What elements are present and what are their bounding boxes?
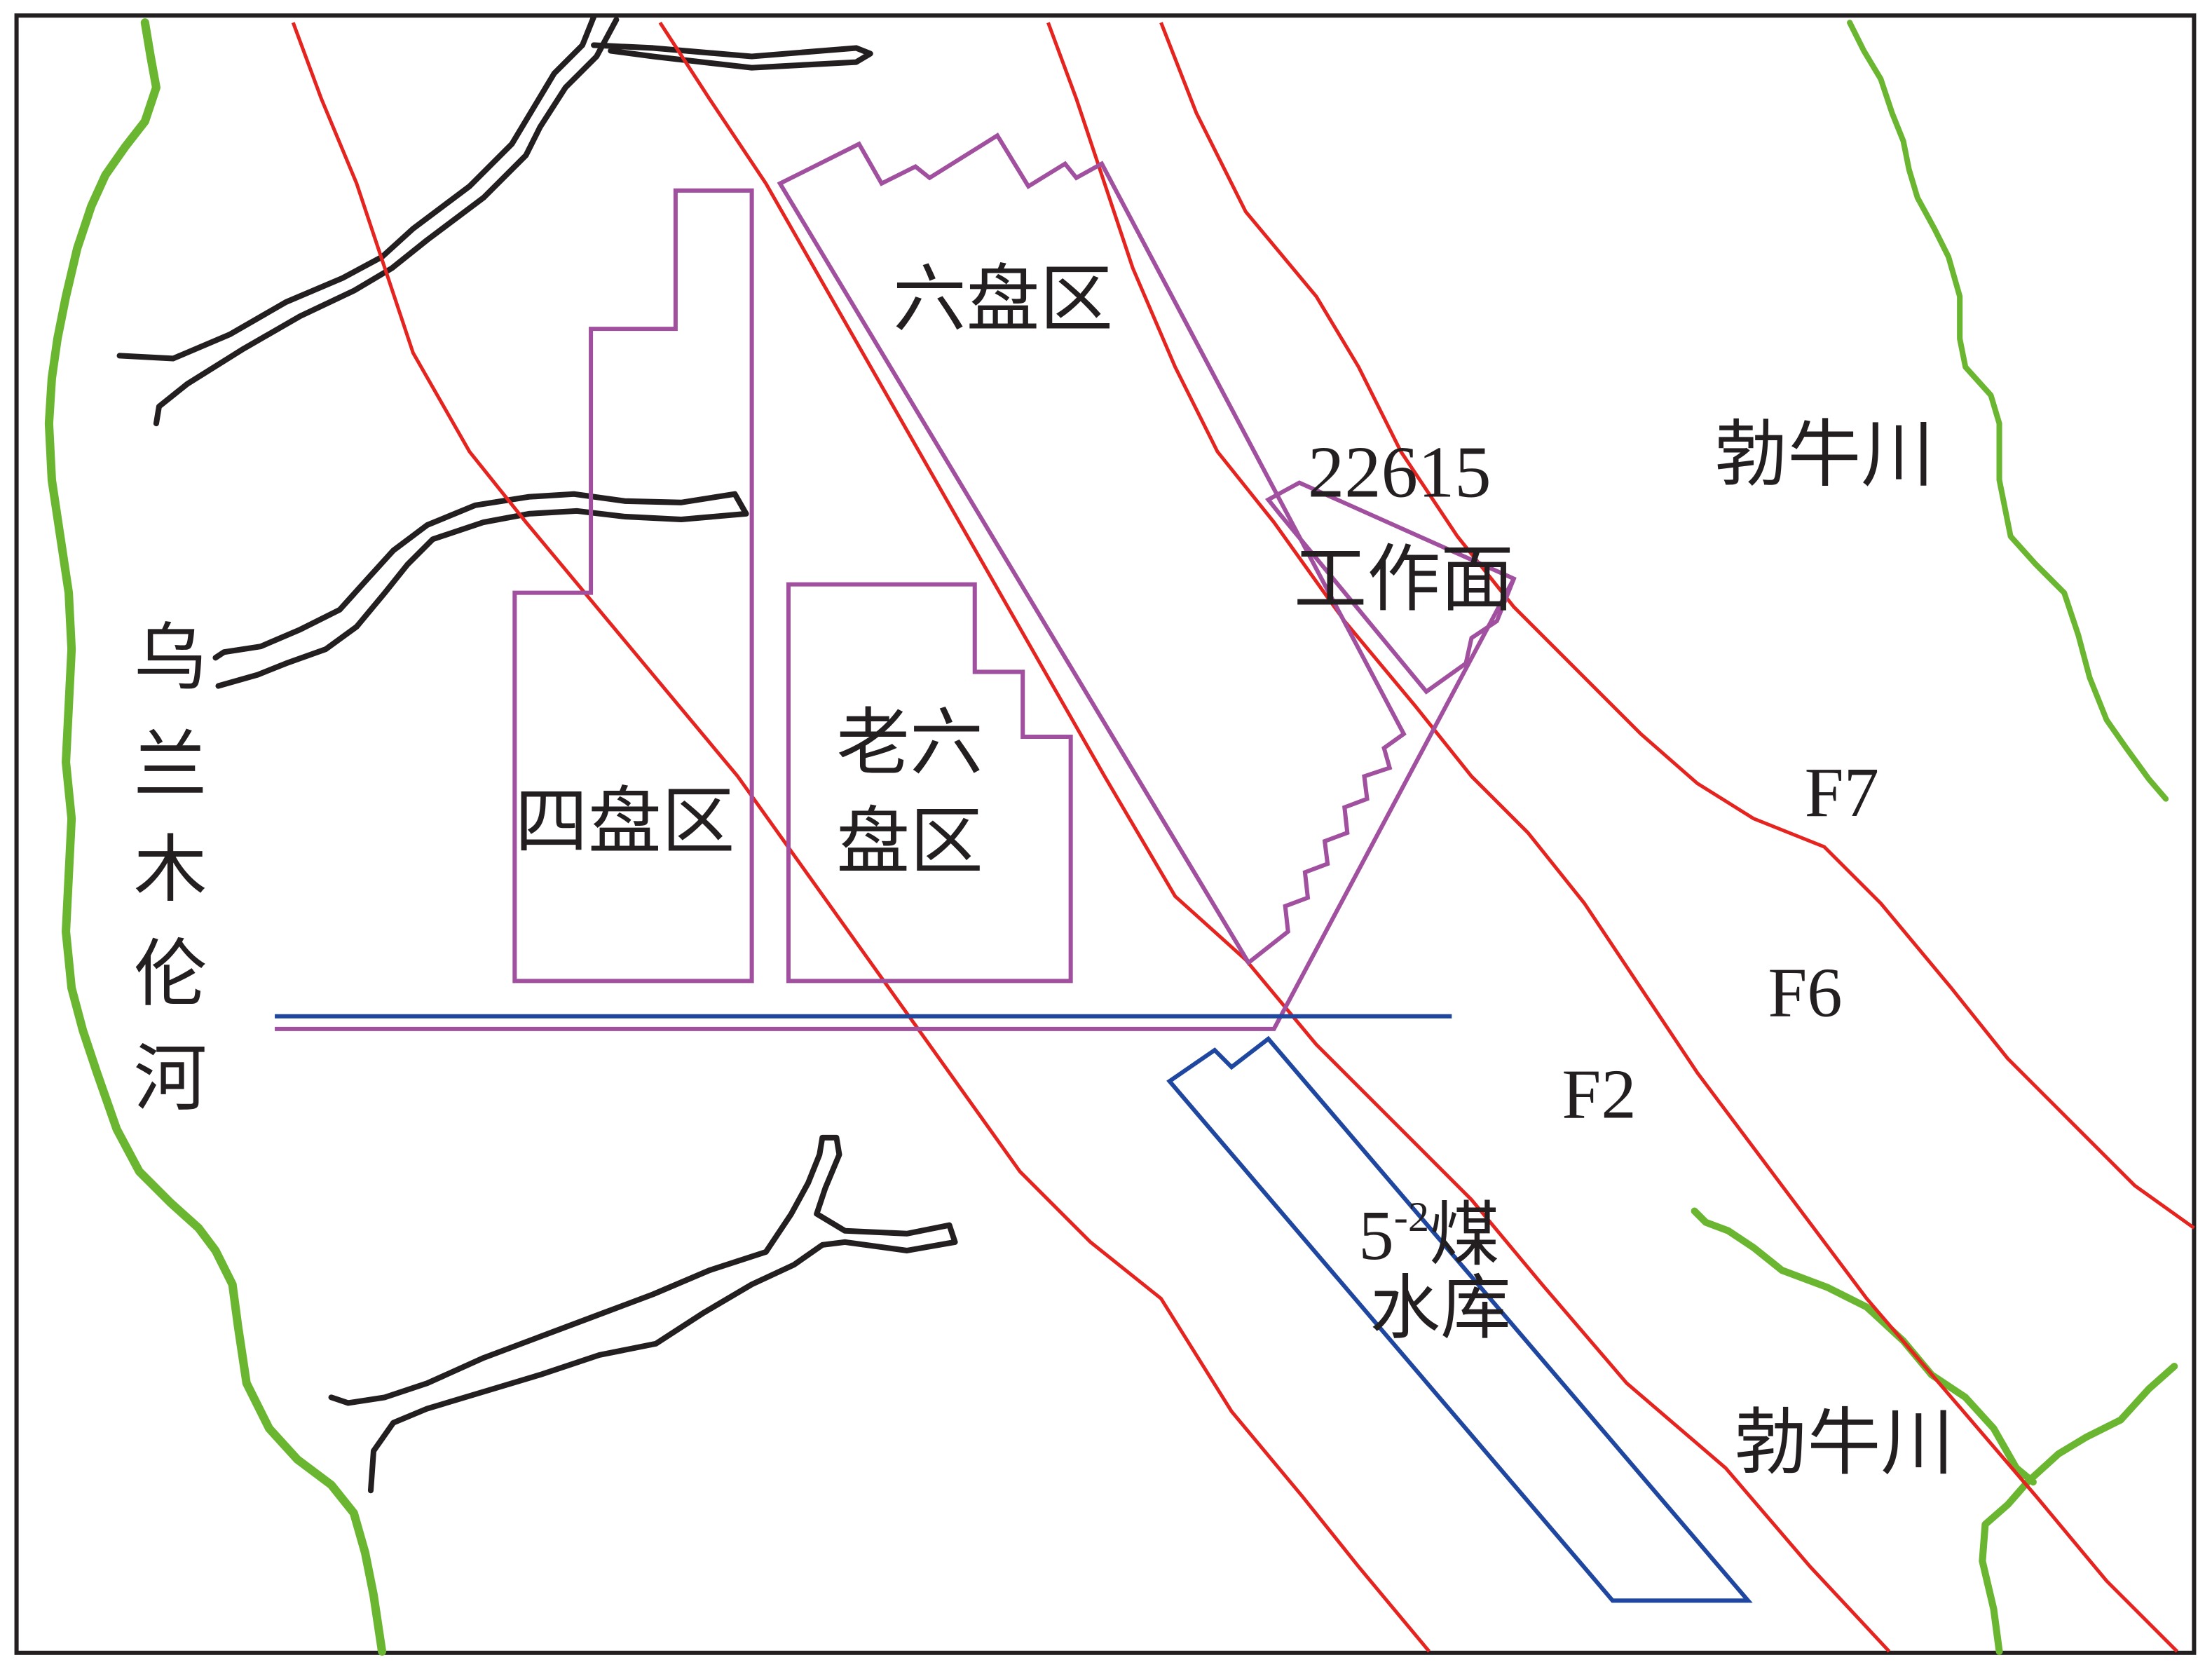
workface-22615-boundary [1264,480,1517,695]
river-boniuchuan-south-b [1979,1363,2178,1655]
mining-areas [275,132,1517,1031]
reservoir-sup: -2 [1394,1194,1429,1241]
label-wulanmulun-char-4: 伦 [134,932,207,1017]
si-pan-qu-boundary [512,188,754,984]
map-labels: 六盘区 22615 工作面 勃牛川 四盘区 老六 盘区 乌 兰 木 伦 河 F7… [134,257,1954,1485]
gully-north-inner [153,17,620,427]
fault-line-f2 [658,21,1891,1653]
label-fault-f6: F6 [1768,953,1842,1032]
reservoir-5-2-coal [1166,1035,1753,1603]
label-fault-f7: F7 [1805,753,1879,831]
label-boniuchuan-bottom: 勃牛川 [1734,1400,1954,1485]
label-boniuchuan-top: 勃牛川 [1714,412,1934,498]
label-si-pan-qu: 四盘区 [514,779,735,864]
reservoir [275,1014,1753,1603]
label-fault-f2: F2 [1562,1055,1636,1134]
label-lao-liu-pan-qu-line1: 老六 [836,700,983,785]
label-lao-liu-pan-qu-line2: 盘区 [836,798,983,884]
liu-pan-qu-boundary [777,132,1407,966]
gully-middle [212,491,749,689]
map-frame [14,13,2197,1655]
label-reservoir-line1: 5-2煤 [1358,1194,1499,1276]
label-wulanmulun-char-1: 乌 [134,615,207,701]
rivers [44,18,2178,1656]
faults [291,21,2195,1653]
river-boniuchuan-south-a [1691,1207,2037,1486]
fault-line-f7 [1159,22,2195,1230]
gully-south [328,1134,958,1494]
label-liu-pan-qu: 六盘区 [893,257,1113,342]
label-wulanmulun-char-2: 兰 [134,723,207,808]
reservoir-coal: 煤 [1429,1194,1500,1276]
river-wulanmulun [44,18,387,1656]
river-boniuchuan-north [1847,20,2169,802]
lao-liu-pan-qu-boundary [786,582,1073,984]
label-wulanmulun-char-3: 木 [134,827,207,913]
fault-line-f6 [1046,22,2179,1653]
label-reservoir-word: 水库 [1370,1267,1511,1349]
label-workface-word: 工作面 [1294,536,1514,622]
label-wulanmulun-char-5: 河 [134,1036,207,1122]
label-workface-id: 22615 [1308,432,1491,513]
fault-line-1 [291,22,1431,1653]
reservoir-num: 5 [1358,1196,1393,1274]
mining-boundary-line [275,578,1516,1031]
